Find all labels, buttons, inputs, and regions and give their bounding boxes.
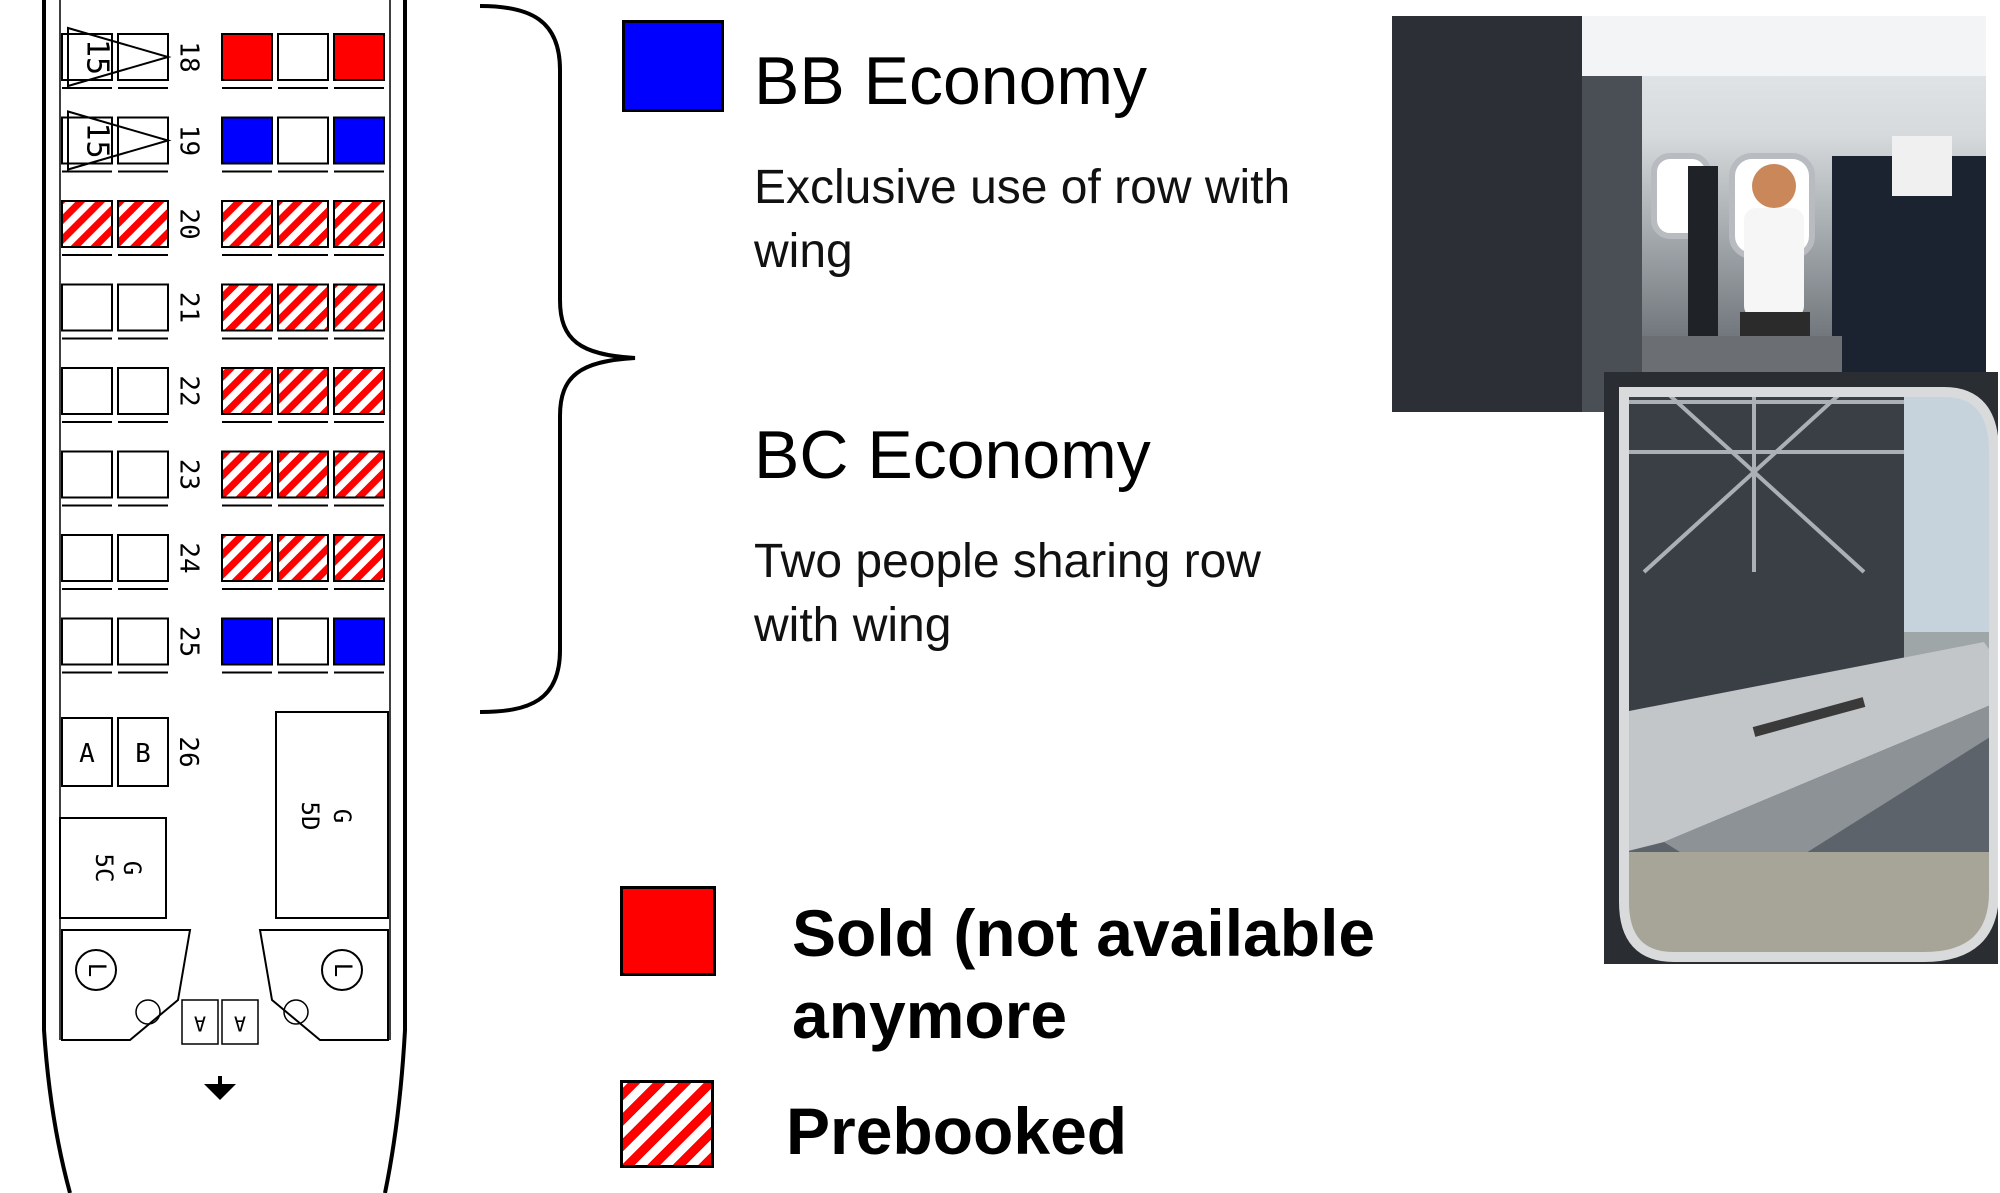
row-number-22: 22 xyxy=(174,375,204,406)
row-number-18: 18 xyxy=(174,41,204,72)
svg-text:G: G xyxy=(118,861,146,875)
seat-18-left-2-tri xyxy=(117,33,169,81)
svg-text:5D: 5D xyxy=(296,802,324,831)
row-number-21: 21 xyxy=(174,292,204,323)
seat-18-right-3-sold xyxy=(333,33,385,81)
seat-21-left-2-empty xyxy=(117,283,169,332)
exit-marker-label-18: 15 xyxy=(80,39,115,75)
seat-23-right-3-pre xyxy=(333,450,385,499)
seat-24-right-3-pre xyxy=(333,534,385,582)
svg-text:5C: 5C xyxy=(90,854,118,883)
exit-marker-label-19: 15 xyxy=(80,122,115,158)
seat-22-right-2-pre xyxy=(277,367,329,415)
svg-text:L: L xyxy=(83,963,111,977)
seat-18-right-1-sold xyxy=(221,33,273,81)
seat-row-22: 22 xyxy=(61,367,385,423)
seat-21-right-1-pre xyxy=(221,283,273,332)
bb-economy-swatch xyxy=(622,20,724,112)
lavatory-left: L xyxy=(61,929,192,1041)
seat-23-right-2-pre xyxy=(277,450,329,499)
wing-window-photo xyxy=(1604,372,1998,964)
seat-22-right-1-pre xyxy=(221,367,273,415)
prebooked-swatch xyxy=(620,1080,714,1168)
bb-economy-description: Exclusive use of row with wing xyxy=(754,161,1291,278)
seat-26a-label: A xyxy=(79,739,95,769)
seat-19-right-2-empty xyxy=(277,116,329,165)
seat-25-right-2-empty xyxy=(277,617,329,666)
row-number-23: 23 xyxy=(174,459,204,490)
seat-22-left-2-empty xyxy=(117,367,169,415)
seat-24-right-2-pre xyxy=(277,534,329,582)
svg-text:A: A xyxy=(234,1012,246,1036)
seat-18-right-2-empty xyxy=(277,33,329,81)
seat-row-21: 21 xyxy=(61,283,385,340)
row-number-25: 25 xyxy=(174,626,204,657)
seat-row-25: 25 xyxy=(61,617,385,674)
jump-seats: A A xyxy=(181,999,259,1045)
seat-23-right-1-pre xyxy=(221,450,273,499)
seat-25-right-3-bb xyxy=(333,617,385,666)
seat-18-left-1-tri xyxy=(61,33,113,81)
seat-row-24: 24 xyxy=(61,534,385,590)
seat-24-left-2-empty xyxy=(117,534,169,582)
seat-19-left-2-tri xyxy=(117,116,169,165)
seat-25-right-1-bb xyxy=(221,617,273,666)
exit-marker-19 xyxy=(67,110,172,171)
exit-arrow-icon xyxy=(204,1084,236,1100)
svg-text:L: L xyxy=(329,963,357,977)
svg-text:G: G xyxy=(328,809,356,823)
seat-21-left-1-empty xyxy=(61,283,113,332)
seat-20-right-2-pre xyxy=(277,200,329,248)
bc-economy-description: Two people sharing row with wing xyxy=(754,535,1261,652)
seat-20-left-1-pre xyxy=(61,200,113,248)
seat-20-left-2-pre xyxy=(117,200,169,248)
sold-swatch xyxy=(620,886,716,976)
lavatory-right: L xyxy=(258,929,389,1041)
seat-22-right-3-pre xyxy=(333,367,385,415)
row-number-20: 20 xyxy=(174,208,204,239)
row-26: A B 26 xyxy=(61,717,203,787)
galley-5d: G 5D xyxy=(275,711,389,919)
prebooked-label: Prebooked xyxy=(786,1094,1128,1168)
row-number-19: 19 xyxy=(174,125,204,156)
row-number-26: 26 xyxy=(173,736,203,767)
seat-21-right-2-pre xyxy=(277,283,329,332)
seat-24-left-1-empty xyxy=(61,534,113,582)
seat-25-left-1-empty xyxy=(61,617,113,666)
galley-5c: G 5C xyxy=(59,817,167,919)
row-bracket xyxy=(479,4,636,714)
seat-21-right-3-pre xyxy=(333,283,385,332)
seat-24-right-1-pre xyxy=(221,534,273,582)
bc-economy-title: BC Economy xyxy=(754,417,1151,493)
seat-row-20: 20 xyxy=(61,200,385,256)
fuselage-outline xyxy=(42,0,72,1193)
seat-19-right-1-bb xyxy=(221,116,273,165)
seat-row-23: 23 xyxy=(61,450,385,507)
cabin-interior-photo xyxy=(1392,16,1986,412)
seat-23-left-2-empty xyxy=(117,450,169,499)
row-number-24: 24 xyxy=(174,542,204,573)
svg-text:A: A xyxy=(194,1012,206,1036)
seat-20-right-3-pre xyxy=(333,200,385,248)
seat-26b-label: B xyxy=(135,739,151,769)
sold-label: Sold (not available anymore xyxy=(792,896,1376,1052)
exit-marker-18 xyxy=(67,26,172,88)
seat-19-right-3-bb xyxy=(333,116,385,165)
seat-22-left-1-empty xyxy=(61,367,113,415)
seat-25-left-2-empty xyxy=(117,617,169,666)
seat-20-right-1-pre xyxy=(221,200,273,248)
seat-23-left-1-empty xyxy=(61,450,113,499)
bb-economy-title: BB Economy xyxy=(754,43,1148,119)
